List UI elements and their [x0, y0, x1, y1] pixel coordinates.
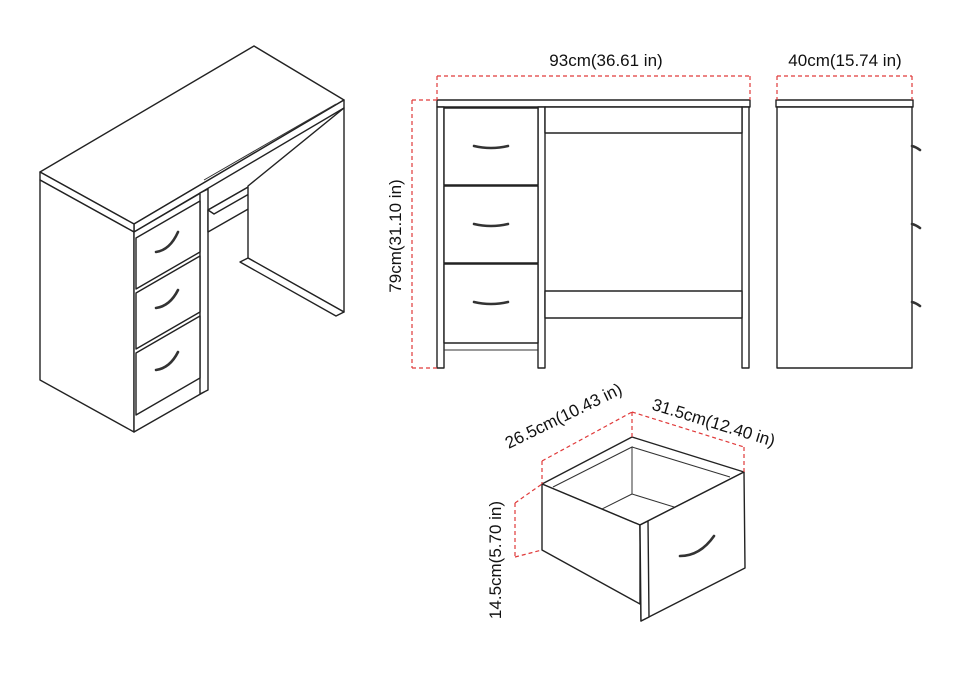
drawer-height-label: 14.5cm(5.70 in) [486, 501, 505, 619]
front-desktop [436, 99, 751, 108]
side-desktop [775, 99, 914, 108]
side-view [775, 99, 922, 369]
dim-drawer-height-ext-bottom [514, 549, 543, 558]
drawer-width-label: 26.5cm(10.43 in) [502, 380, 625, 453]
front-drawer-2 [443, 185, 539, 264]
drawer-front-panel-edge [639, 520, 650, 622]
iso-drawer-handle-1-icon [154, 230, 180, 254]
pedestal-inner-edge [199, 188, 209, 395]
isometric-desk [39, 45, 345, 433]
width-label: 93cm(36.61 in) [549, 51, 662, 70]
iso-drawer-handle-2-icon [154, 288, 180, 310]
drawer-detail-handle-icon [678, 534, 716, 558]
dimension-lines [411, 75, 913, 558]
desk-top-apron [203, 103, 337, 181]
side-panel [776, 106, 913, 369]
front-pedestal-divider [537, 106, 546, 369]
front-left-panel [436, 106, 445, 369]
depth-label: 40cm(15.74 in) [788, 51, 901, 70]
side-handle-1-icon [910, 144, 922, 152]
dim-drawer-width-line [541, 411, 633, 462]
front-drawer-handle-2-icon [472, 222, 510, 228]
drawer-detail [541, 436, 746, 622]
side-handle-2-icon [910, 222, 922, 230]
front-drawer-handle-3-icon [472, 300, 510, 306]
dim-drawer-height-ext-top [514, 483, 543, 504]
drawer-inner-back-wall [631, 446, 731, 478]
drawer-left-face [541, 483, 641, 605]
front-view [436, 99, 751, 369]
front-right-panel [741, 106, 750, 369]
side-handle-3-icon [910, 300, 922, 308]
drawer-depth-label: 31.5cm(12.40 in) [650, 395, 778, 450]
front-drawer-1 [443, 107, 539, 186]
front-apron [544, 106, 743, 134]
dim-drawer-depth-line [631, 411, 745, 448]
height-label: 79cm(31.10 in) [386, 179, 405, 292]
front-drawer-handle-1-icon [472, 144, 510, 150]
front-modesty-rail [544, 290, 743, 319]
iso-drawer-handle-3-icon [154, 350, 180, 372]
desk-right-leg-edge [239, 257, 345, 317]
